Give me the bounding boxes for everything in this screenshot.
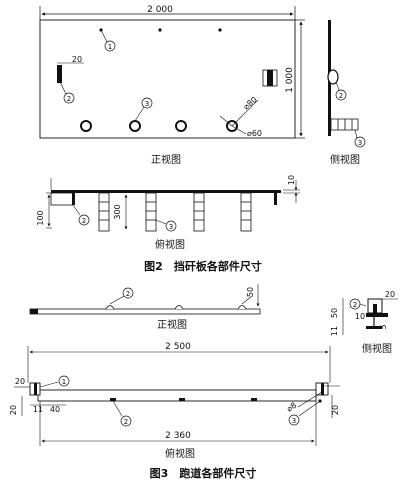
fig2-top-view: 10 100 300 2 3 俯视图 — [36, 175, 300, 251]
fig3-top-slot — [110, 398, 116, 401]
fig2-front-dim-height: 1 000 — [285, 67, 295, 93]
fig2-side-callout-3 — [354, 136, 366, 148]
fig3-front-bump — [105, 305, 115, 310]
fig3-top-slot — [179, 398, 185, 401]
fig3-side-dim-11: 11 — [330, 326, 339, 336]
fig3-top-callout-1 — [58, 375, 70, 387]
fig3-front-callout-2-label: 2 — [126, 290, 130, 298]
fig2-side-label: 侧视图 — [330, 153, 360, 166]
fig2-front-callout-1-label: 1 — [108, 43, 112, 51]
fig3-front-rail — [29, 308, 261, 315]
fig3-side-profile-base — [366, 313, 388, 317]
fig3-side-dim-20: 20 — [385, 290, 395, 299]
fig3-top-view: 2 500 20 20 11 40 1 2 20 ⌀8 — [9, 342, 340, 460]
fig2-top-ladder — [98, 192, 252, 232]
fig3-top-dim-20-c: 20 — [331, 405, 340, 415]
fig3-top-dim-20-b: 20 — [9, 405, 18, 415]
fig2-front-dim-20: 20 — [72, 55, 82, 64]
fig2-side-hook — [327, 69, 339, 85]
fig2-front-hole — [129, 120, 141, 132]
fig2-front-dim-phi60: ⌀60 — [247, 129, 262, 138]
fig3-top-callout-2-label: 2 — [124, 418, 128, 426]
fig2-side-view: 2 3 侧视图 — [327, 20, 366, 166]
fig2-top-dim-100: 100 — [36, 210, 45, 225]
fig2-top-callout-3 — [165, 220, 177, 232]
fig2-top-callout-3-label: 3 — [169, 223, 173, 231]
fig3-caption: 图3 跑道各部件尺寸 — [150, 466, 257, 480]
fig3-side-profile-foot — [366, 326, 382, 329]
fig2-top-plate — [51, 190, 281, 193]
fig3-top-dim-11: 11 — [33, 405, 43, 414]
fig3-side-dim-50: 50 — [330, 308, 339, 318]
fig3-top-callout-2 — [120, 415, 132, 427]
fig2-top-left-hook — [50, 192, 74, 206]
fig2-front-hole — [175, 120, 187, 132]
fig3-front-view: 2 50 正视图 — [29, 284, 261, 331]
fig2-front-label: 正视图 — [151, 153, 181, 166]
fig2-side-callout-3-label: 3 — [358, 139, 362, 147]
fig3-top-callout-3 — [288, 414, 300, 426]
fig2-top-dim-10: 10 — [287, 175, 296, 185]
fig3-top-callout-1-label: 1 — [62, 378, 66, 386]
fig3-top-end-block-left-bar — [34, 383, 37, 395]
fig2-front-dot — [158, 28, 162, 32]
fig2-top-callout-2-label: 2 — [82, 217, 86, 225]
fig3-front-label: 正视图 — [157, 318, 187, 331]
fig3-front-bump — [237, 305, 247, 310]
fig3-top-dim-20-a: 20 — [15, 377, 25, 386]
fig2-top-hook-bar — [72, 193, 75, 205]
fig2-front-callout-3-label: 3 — [145, 100, 149, 108]
fig3-top-dim-phi8: ⌀8 — [285, 401, 298, 414]
fig3-side-dim-5: 5 — [379, 324, 388, 329]
fig2-front-view: 2 000 1 000 1 20 2 3 — [39, 5, 305, 166]
fig3-side-dim-10: 10 — [355, 312, 365, 321]
fig3-top-dim-40: 40 — [50, 405, 60, 414]
fig2-top-hook-bar — [274, 193, 277, 205]
fig2-front-right-hook-bar — [267, 70, 273, 86]
fig2-front-left-hook — [57, 65, 62, 83]
fig3-top-callout-3-label: 3 — [292, 417, 296, 425]
fig2-front-plate — [39, 19, 296, 139]
fig3-front-bump — [174, 305, 184, 310]
fig2-top-dim-300: 300 — [113, 204, 122, 219]
fig3-side-profile-web — [373, 304, 377, 313]
fig2-side-callout-2-label: 2 — [339, 92, 343, 100]
fig2-front-dim-width: 2 000 — [147, 5, 173, 15]
fig2-front-hole — [80, 120, 92, 132]
fig3-top-rail — [37, 389, 317, 402]
fig3-top-end-block-right-bar — [321, 383, 324, 395]
fig3-front-callout-2 — [122, 287, 134, 299]
fig2-caption: 图2 挡矸板各部件尺寸 — [144, 259, 262, 273]
fig2-top-label: 俯视图 — [155, 238, 185, 251]
fig3-top-slot — [251, 398, 257, 401]
fig2-front-dot — [218, 28, 222, 32]
fig2-side-callout-2 — [335, 89, 347, 101]
fig3-top-dim-2360: 2 360 — [165, 431, 191, 441]
fig2-front-callout-3 — [141, 97, 153, 109]
fig3-side-label: 侧视图 — [362, 342, 392, 355]
fig3-side-view: 50 11 2 20 10 5 侧视图 — [330, 290, 398, 355]
fig3-top-dim-2500: 2 500 — [165, 342, 191, 352]
fig2-front-callout-1 — [104, 40, 116, 52]
fig2-side-ladder — [330, 118, 359, 131]
fig2-top-callout-2 — [78, 214, 90, 226]
fig3-front-dim-50: 50 — [246, 287, 255, 297]
fig2-front-callout-2 — [63, 92, 75, 104]
fig3-top-label: 俯视图 — [165, 447, 195, 460]
fig2-front-callout-2-label: 2 — [67, 95, 71, 103]
fig3-front-rail-end — [30, 309, 38, 314]
fig3-side-callout-2-label: 2 — [353, 301, 357, 309]
